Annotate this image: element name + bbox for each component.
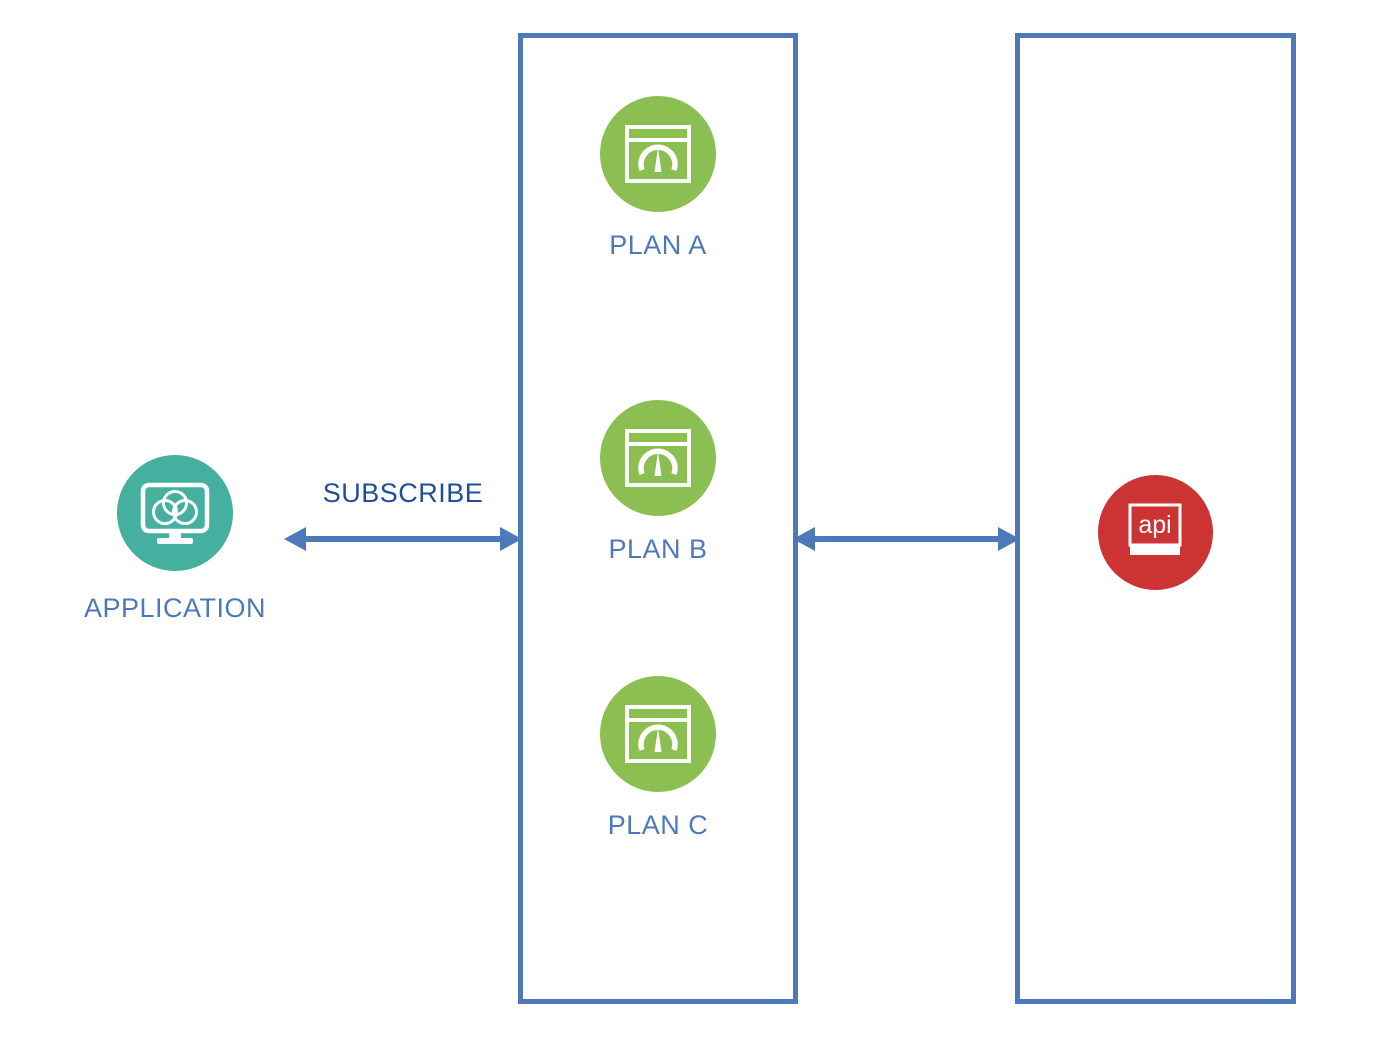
double-arrow-icon [793, 527, 1020, 551]
gauge-window-icon [625, 705, 691, 763]
plan-label: PLAN B [608, 534, 708, 564]
api-node[interactable]: api [1075, 475, 1235, 590]
plan-icon-circle [600, 400, 716, 516]
cloud-monitor-icon [140, 482, 210, 544]
plan-label: PLAN C [607, 810, 709, 840]
double-arrow-icon [284, 527, 522, 551]
gateway-api-arrow [793, 518, 1020, 560]
plan-label: PLAN A [609, 230, 707, 260]
application-icon-circle [117, 455, 233, 571]
application-label: APPLICATION [83, 593, 267, 623]
api-container [1015, 33, 1296, 1004]
plan-node-a[interactable]: PLAN A [575, 96, 741, 261]
plan-icon-circle [600, 676, 716, 792]
gauge-window-icon [625, 429, 691, 487]
gauge-window-icon [625, 125, 691, 183]
subscribe-arrow [284, 518, 522, 560]
api-label: api [1138, 511, 1171, 539]
plan-node-c[interactable]: PLAN C [575, 676, 741, 841]
api-card-icon: api [1128, 503, 1181, 555]
application-node[interactable]: APPLICATION [55, 455, 295, 624]
subscribe-label: SUBSCRIBE [322, 478, 484, 508]
api-icon-circle: api [1097, 475, 1213, 590]
plan-node-b[interactable]: PLAN B [575, 400, 741, 565]
plan-icon-circle [600, 96, 716, 212]
